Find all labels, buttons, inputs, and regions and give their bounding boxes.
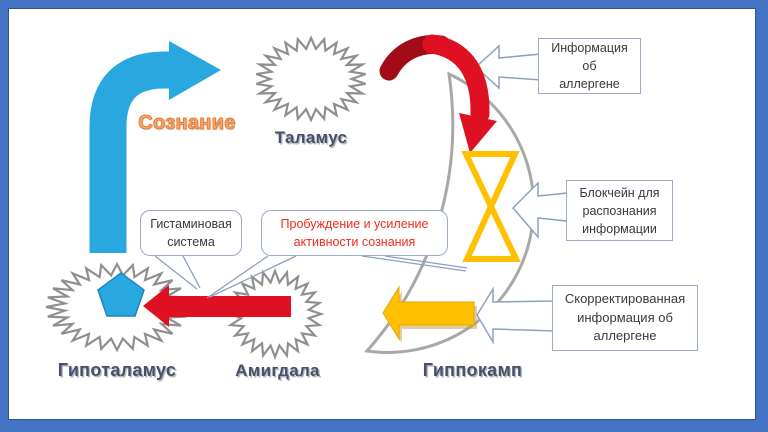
label-consciousness: Сознание	[138, 112, 236, 135]
callout-box-corrected-info: Скорректированная информация об аллерген…	[552, 285, 698, 351]
label-amygdala: Амигдала	[235, 361, 320, 380]
label-hippocampus: Гиппокамп	[422, 360, 523, 380]
label-thalamus: Таламус	[274, 128, 348, 147]
callout-box-histamine-system: Гистаминовая система	[140, 210, 242, 256]
callout-box-awakening: Пробуждение и усиление активности сознан…	[261, 210, 448, 256]
callout-box-blockchain: Блокчейн для распознания информации	[566, 180, 673, 241]
callout-box-allergen-info: Информация об аллергене	[538, 38, 641, 94]
label-hypothalamus: Гипоталамус	[57, 360, 177, 380]
